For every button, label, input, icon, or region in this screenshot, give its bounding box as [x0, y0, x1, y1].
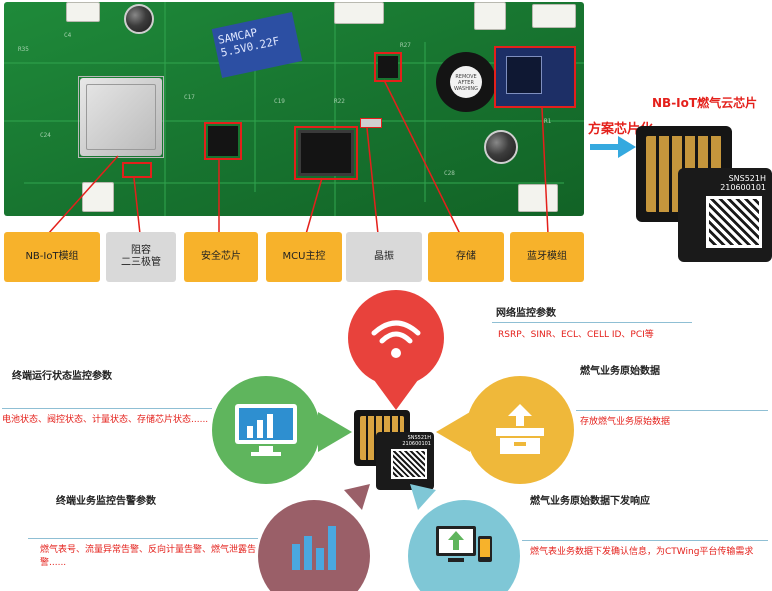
label-storage: 存储 — [428, 232, 504, 282]
connector-top-4 — [532, 4, 576, 28]
nb-iot-module — [80, 78, 162, 156]
storage-chip-highlight — [374, 52, 402, 82]
network-title: 网络监控参数 — [496, 308, 556, 319]
resistor-capacitor-highlight — [122, 162, 152, 178]
security-chip-highlight — [204, 122, 242, 160]
bar-chart-icon — [292, 526, 336, 570]
network-underline — [492, 322, 692, 323]
network-circle — [348, 290, 444, 386]
silk-code-4: C19 — [274, 98, 285, 105]
nb-iot-chip-pair: SNS521H 210600101 — [636, 126, 772, 266]
capacitor-right — [484, 130, 518, 164]
downlink-circle — [408, 500, 520, 591]
connector-bottom-1 — [82, 182, 114, 212]
chip-front: SNS521H 210600101 — [678, 168, 772, 262]
monitor-chart-icon — [235, 404, 297, 456]
silk-code-8: C4 — [64, 32, 72, 39]
alarm-underline — [28, 538, 258, 539]
connector-top-3 — [474, 2, 506, 30]
alarm-title: 终端业务监控告警参数 — [56, 496, 156, 507]
label-nb-iot-module: NB-IoT模组 — [4, 232, 100, 282]
silk-code-6: C28 — [444, 170, 455, 177]
central-qr-code-icon — [391, 449, 427, 479]
product-title: NB-IoT燃气云芯片 — [652, 96, 758, 110]
buzzer: REMOVE AFTER WASHING — [436, 52, 496, 112]
mcu-chip — [298, 130, 354, 176]
chip-serial: 210600101 — [720, 183, 766, 192]
crystal-highlight — [360, 118, 382, 128]
alarm-text: 燃气表号、流量异常告警、反向计量告警、燃气泄露告警...... — [40, 545, 257, 569]
label-bluetooth: 蓝牙模组 — [510, 232, 584, 282]
silk-code-2: R27 — [400, 42, 411, 49]
raw-data-arrow-icon — [436, 412, 470, 452]
network-text: RSRP、SINR、ECL、CELL ID、PCI等 — [498, 330, 654, 340]
bluetooth-module — [494, 46, 576, 108]
runtime-underline — [2, 408, 212, 409]
raw-data-text: 存放燃气业务原始数据 — [580, 417, 671, 427]
runtime-arrow-icon — [318, 412, 352, 452]
central-chip: SNS521H 210600101 — [354, 410, 434, 490]
wifi-icon — [371, 320, 421, 358]
raw-data-circle — [466, 376, 574, 484]
raw-data-underline — [576, 410, 768, 411]
central-chip-serial: 210600101 — [402, 441, 431, 447]
nb-iot-module-highlight — [78, 76, 164, 158]
label-security-chip: 安全芯片 — [184, 232, 258, 282]
runtime-circle — [212, 376, 320, 484]
silk-code-0: R35 — [18, 46, 29, 53]
runtime-title: 终端运行状态监控参数 — [12, 371, 112, 382]
archive-box-icon — [496, 404, 544, 454]
label-resistor-diode: 阻容 二三极管 — [106, 232, 176, 282]
central-chip-model: SNS521H — [407, 435, 431, 441]
silk-code-7: R1 — [544, 118, 552, 125]
capacitor-top — [124, 4, 154, 34]
label-mcu: MCU主控 — [266, 232, 342, 282]
buzzer-label: REMOVE AFTER WASHING — [450, 66, 482, 98]
connector-top-2 — [334, 2, 384, 24]
downlink-arrow-icon — [410, 484, 436, 510]
alarm-arrow-icon — [344, 484, 370, 510]
runtime-text: 电池状态、阀控状态、计量状态、存储芯片状态...... — [2, 415, 209, 425]
silk-code-1: C24 — [40, 132, 51, 139]
downlink-text: 燃气表业务数据下发确认信息，为CTWing平台传输需求 — [530, 547, 754, 557]
downlink-title: 燃气业务原始数据下发响应 — [530, 496, 650, 507]
alarm-circle — [258, 500, 370, 591]
pcb-board-photo: SAMCAP 5.5V0.22F REMOVE AFTER WASHING R3… — [4, 2, 584, 216]
chip-model: SNS521H — [728, 174, 766, 183]
mcu-chip-highlight — [294, 126, 358, 180]
silk-code-3: C17 — [184, 94, 195, 101]
network-arrow-icon — [374, 380, 418, 410]
downlink-underline — [522, 540, 768, 541]
label-crystal: 晶振 — [346, 232, 422, 282]
security-chip — [208, 126, 238, 156]
download-devices-icon — [436, 526, 492, 562]
qr-code-icon — [706, 196, 762, 248]
silk-code-5: R22 — [334, 98, 345, 105]
connector-top-1 — [66, 2, 100, 22]
connector-bottom-2 — [518, 184, 558, 212]
storage-chip — [378, 56, 398, 78]
raw-data-title: 燃气业务原始数据 — [580, 366, 660, 377]
right-arrow-icon — [590, 136, 636, 158]
